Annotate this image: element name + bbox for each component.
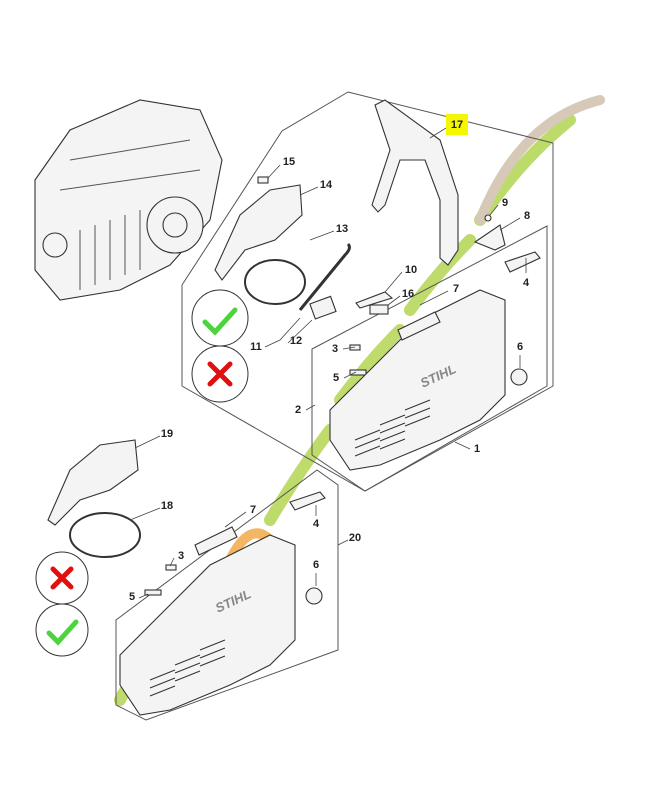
part-11-spring[interactable]: [298, 242, 351, 311]
callout-4-lower[interactable]: 4: [313, 518, 320, 530]
part-12-bracket[interactable]: [309, 295, 337, 320]
callout-4[interactable]: 4: [523, 277, 530, 289]
correct-installation-detail-lower: [35, 603, 89, 657]
callout-6[interactable]: 6: [517, 341, 523, 353]
part-9-washer[interactable]: [484, 214, 492, 222]
callout-13[interactable]: 13: [336, 223, 348, 235]
assembly-group-part-20: [115, 469, 339, 721]
callout-1[interactable]: 1: [474, 443, 480, 455]
callout-5-lower[interactable]: 5: [129, 591, 135, 603]
callout-5[interactable]: 5: [333, 372, 339, 384]
callout-20[interactable]: 20: [349, 532, 361, 544]
part-1-sprocket-cover[interactable]: STIHL: [329, 289, 506, 471]
assembly-group-part-1: [311, 225, 548, 492]
checkmark-icon: [202, 307, 238, 336]
part-6-nut[interactable]: [510, 368, 528, 386]
callout-19[interactable]: 19: [161, 428, 173, 440]
part-3b-pin[interactable]: [165, 564, 177, 571]
callout-11[interactable]: 11: [250, 341, 262, 353]
callout-3[interactable]: 3: [332, 343, 338, 355]
part-4-link[interactable]: [504, 251, 541, 273]
callout-16[interactable]: 16: [402, 288, 414, 300]
checkmark-icon: [46, 619, 79, 646]
cross-icon: [50, 566, 74, 590]
part-19-brake-lever[interactable]: [47, 439, 139, 526]
callout-12[interactable]: 12: [290, 335, 302, 347]
highlight-box: [446, 114, 468, 135]
engine-block: [34, 99, 223, 301]
part-13-brake-band[interactable]: [244, 259, 306, 305]
cross-icon: [207, 361, 233, 387]
incorrect-installation-detail: [191, 345, 249, 403]
part-4b-link[interactable]: [289, 491, 326, 511]
callout-7[interactable]: 7: [453, 283, 459, 295]
part-10-plate[interactable]: [355, 291, 394, 309]
callout-3-lower[interactable]: 3: [178, 550, 184, 562]
callout-6-lower[interactable]: 6: [313, 559, 319, 571]
part-5b-pin[interactable]: [144, 589, 162, 596]
part-20-sprocket-cover[interactable]: STIHL: [119, 526, 296, 716]
part-15-screw[interactable]: [257, 176, 269, 184]
callout-17[interactable]: 17: [451, 119, 463, 131]
part-6b-nut[interactable]: [305, 587, 323, 605]
callout-15[interactable]: 15: [283, 156, 295, 168]
callout-10[interactable]: 10: [405, 264, 417, 276]
callout-9[interactable]: 9: [502, 197, 508, 209]
callout-2[interactable]: 2: [295, 404, 301, 416]
part-17-hand-guard[interactable]: [371, 99, 459, 266]
callout-8[interactable]: 8: [524, 210, 530, 222]
callout-18[interactable]: 18: [161, 500, 173, 512]
part-8-lever[interactable]: [473, 224, 506, 251]
part-18-brake-band[interactable]: [69, 512, 141, 558]
part-16-insert[interactable]: [369, 304, 389, 315]
incorrect-installation-detail-lower: [35, 551, 89, 605]
part-14-brake-lever[interactable]: [214, 184, 303, 281]
assembly-group-upper: [181, 91, 554, 492]
callout-14[interactable]: 14: [320, 179, 333, 191]
callout-7-lower[interactable]: 7: [250, 504, 256, 516]
part-5-pin[interactable]: [349, 369, 367, 376]
correct-installation-detail: [191, 289, 249, 347]
